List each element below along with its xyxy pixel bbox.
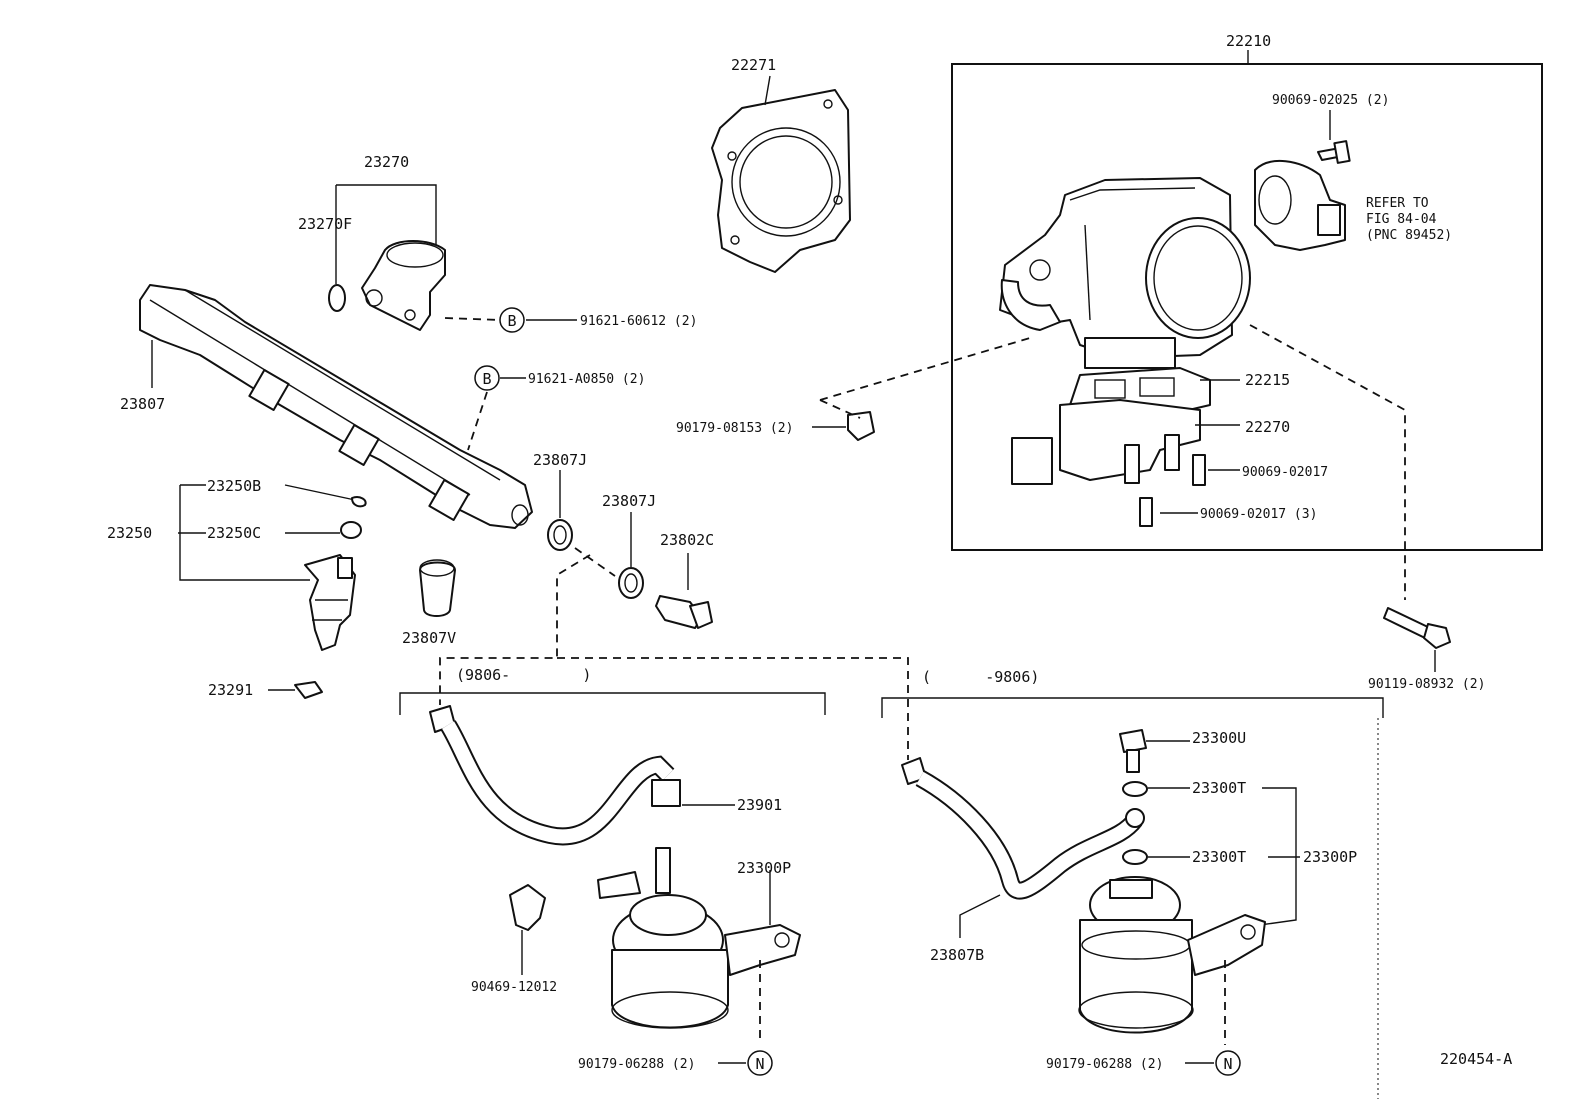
isc-valve-22270	[1011, 399, 1240, 485]
label-23300T-a: 23300T	[1192, 779, 1246, 797]
range-left: (9806- )	[456, 666, 591, 684]
bolt-23300U	[1119, 729, 1190, 773]
label-23300U: 23300U	[1192, 729, 1246, 747]
throttle-body	[999, 177, 1251, 369]
label-23807B: 23807B	[930, 946, 984, 964]
label-22271: 22271	[731, 56, 776, 74]
refer-line-2: FIG 84-04	[1366, 212, 1437, 227]
callout-b1: B	[499, 307, 525, 333]
label-23807J-a: 23807J	[533, 451, 587, 469]
hose-23807B	[901, 757, 1145, 938]
callout-b1-text: B	[507, 312, 516, 330]
bolt-90119-08932	[1383, 607, 1451, 672]
dashed-link-right-pipe	[557, 657, 909, 760]
clip-90469-12012	[509, 884, 546, 975]
dashed-link-nut-2	[819, 399, 861, 419]
label-23300P-right: 23300P	[1303, 848, 1357, 866]
washer-23300T-b	[1122, 849, 1190, 865]
label-23270F: 23270F	[298, 215, 352, 233]
dashed-link-b2	[467, 391, 488, 451]
injector-23250	[178, 484, 367, 651]
pressure-regulator-23300P-right	[1078, 876, 1266, 1034]
callout-n2-text: N	[1223, 1055, 1232, 1073]
throttle-position-sensor	[1254, 159, 1346, 251]
fuel-rail-23807	[139, 284, 533, 529]
callout-n2: N	[1215, 1050, 1241, 1076]
label-22210: 22210	[1226, 32, 1271, 50]
label-23250: 23250	[107, 524, 152, 542]
label-23300T-b: 23300T	[1192, 848, 1246, 866]
screw-90069-02017-3	[1139, 497, 1198, 527]
screw-90069-02017	[1192, 454, 1240, 486]
collar-23807V	[419, 559, 456, 617]
label-23270: 23270	[364, 153, 409, 171]
label-23250C: 23250C	[207, 524, 261, 542]
label-91621-60612: 91621-60612 (2)	[580, 314, 697, 329]
label-23250B: 23250B	[207, 477, 261, 495]
label-90179-06288-b: 90179-06288 (2)	[1046, 1057, 1163, 1072]
clip-23291	[268, 681, 323, 699]
callout-n1-text: N	[755, 1055, 764, 1073]
label-90179-08153: 90179-08153 (2)	[676, 421, 793, 436]
callout-b2-text: B	[482, 370, 491, 388]
label-23807V: 23807V	[402, 629, 456, 647]
label-90469-12012: 90469-12012	[471, 980, 557, 995]
label-90069-02017-3: 90069-02017 (3)	[1200, 507, 1317, 522]
label-23807: 23807	[120, 395, 165, 413]
refer-line-3: (PNC 89452)	[1366, 228, 1452, 243]
label-91621-A0850: 91621-A0850 (2)	[528, 372, 645, 387]
dashed-link-b1	[444, 317, 501, 321]
range-bracket-left	[399, 692, 826, 715]
washer-23300T-a	[1122, 781, 1190, 797]
pressure-regulator-23300P-left	[597, 847, 801, 1029]
diagram-code: 220454-A	[1440, 1050, 1512, 1068]
label-90119-08932: 90119-08932 (2)	[1368, 677, 1485, 692]
pressure-regulator-23270	[328, 184, 446, 331]
range-bracket-right	[881, 697, 1384, 718]
label-23807J-b: 23807J	[602, 492, 656, 510]
callout-b2: B	[474, 365, 500, 391]
label-90069-02025: 90069-02025 (2)	[1272, 93, 1389, 108]
union-bolt-23802C	[655, 553, 713, 629]
washer-23807J-a	[547, 470, 573, 551]
hose-23901	[429, 705, 735, 846]
label-22270: 22270	[1245, 418, 1290, 436]
bracket-23300P-right	[1259, 787, 1297, 926]
callout-n1: N	[747, 1050, 773, 1076]
nut-90179-08153	[812, 411, 875, 441]
refer-line-1: REFER TO	[1366, 196, 1429, 211]
dashed-link-nut	[819, 337, 1031, 401]
throttle-body-group-box	[951, 63, 1543, 551]
label-90069-02017: 90069-02017	[1242, 465, 1328, 480]
range-right: ( -9806)	[922, 668, 1039, 686]
label-22215: 22215	[1245, 371, 1290, 389]
dashed-link-washers	[574, 547, 616, 577]
label-90179-06288-a: 90179-06288 (2)	[578, 1057, 695, 1072]
dashed-link-left-pipe	[439, 554, 591, 705]
label-23291: 23291	[208, 681, 253, 699]
label-23901: 23901	[737, 796, 782, 814]
gasket-22271	[711, 75, 851, 273]
dashed-link-bolt	[1249, 324, 1406, 600]
screw-90069-02025	[1317, 110, 1351, 164]
washer-23807J-b	[618, 512, 644, 599]
label-23802C: 23802C	[660, 531, 714, 549]
label-23300P-left: 23300P	[737, 859, 791, 877]
